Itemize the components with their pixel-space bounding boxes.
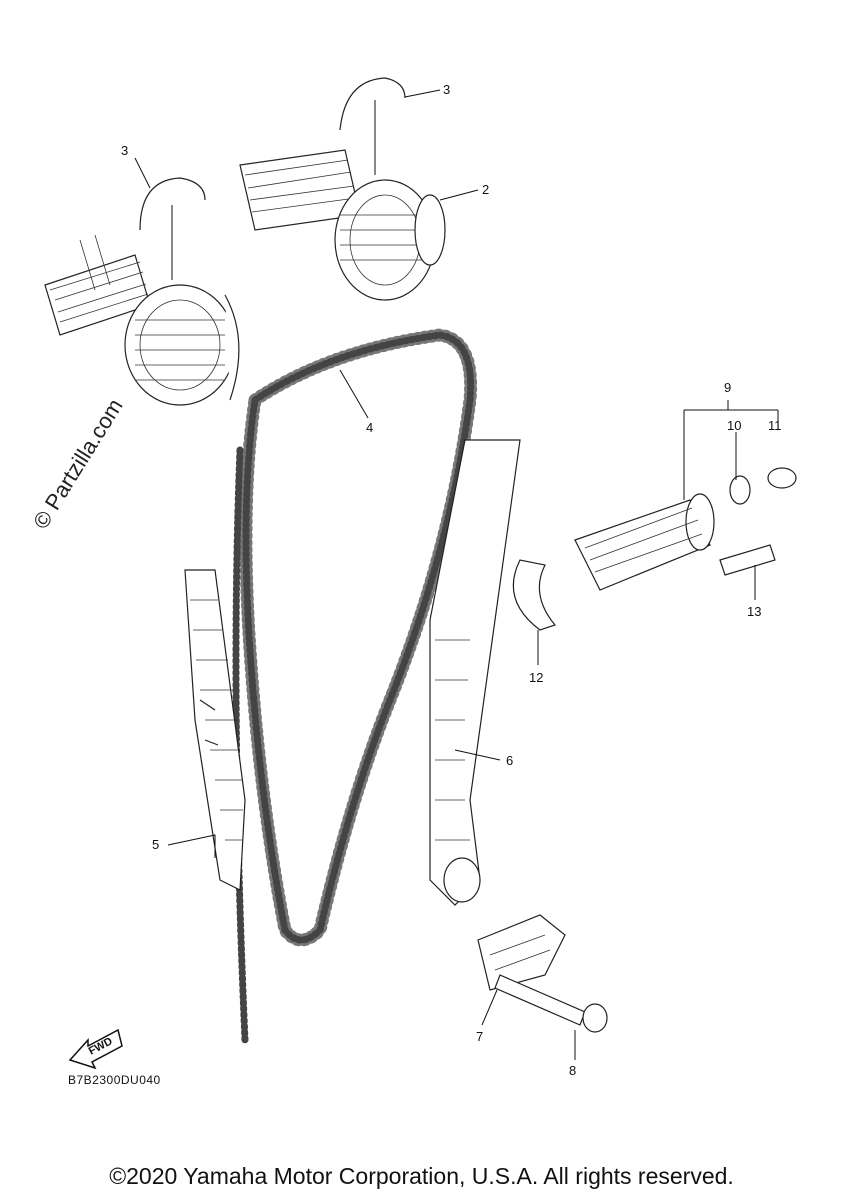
camshaft-right[interactable]	[239, 149, 446, 301]
callout-2[interactable]: 2	[482, 182, 489, 197]
chain-guide-right[interactable]	[429, 439, 521, 906]
chain-tensioner[interactable]	[512, 467, 797, 631]
callout-11[interactable]: 11	[768, 418, 782, 433]
circlip-right[interactable]	[339, 77, 406, 131]
callout-3-left[interactable]: 3	[121, 143, 128, 158]
leader-5	[167, 834, 216, 858]
timing-chain[interactable]	[232, 328, 478, 1044]
leader-4	[339, 369, 369, 419]
callout-7[interactable]: 7	[476, 1029, 483, 1044]
fwd-arrow-icon: FWD	[68, 1028, 123, 1070]
chain-guide-left[interactable]	[184, 569, 246, 891]
callout-12[interactable]: 12	[529, 670, 543, 685]
leader-3a	[374, 89, 441, 175]
camshaft-left[interactable]	[44, 234, 240, 406]
callout-3-right[interactable]: 3	[443, 82, 450, 97]
callout-13[interactable]: 13	[747, 604, 761, 619]
callout-9[interactable]: 9	[724, 380, 731, 395]
leader-3b	[134, 157, 173, 280]
leader-6	[454, 749, 501, 761]
leader-9	[683, 400, 779, 500]
diagram-code: B7B2300DU040	[68, 1073, 161, 1087]
callout-5[interactable]: 5	[152, 837, 159, 852]
tensioner-bolt[interactable]	[494, 974, 608, 1033]
callout-8[interactable]: 8	[569, 1063, 576, 1078]
leader-2	[439, 189, 479, 201]
callout-10[interactable]: 10	[727, 418, 741, 433]
copyright-notice: ©2020 Yamaha Motor Corporation, U.S.A. A…	[109, 1163, 734, 1189]
circlip-left[interactable]	[139, 177, 206, 231]
callout-6[interactable]: 6	[506, 753, 513, 768]
tensioner-pivot[interactable]	[477, 914, 566, 991]
callout-4[interactable]: 4	[366, 420, 373, 435]
leader-7	[481, 989, 498, 1026]
